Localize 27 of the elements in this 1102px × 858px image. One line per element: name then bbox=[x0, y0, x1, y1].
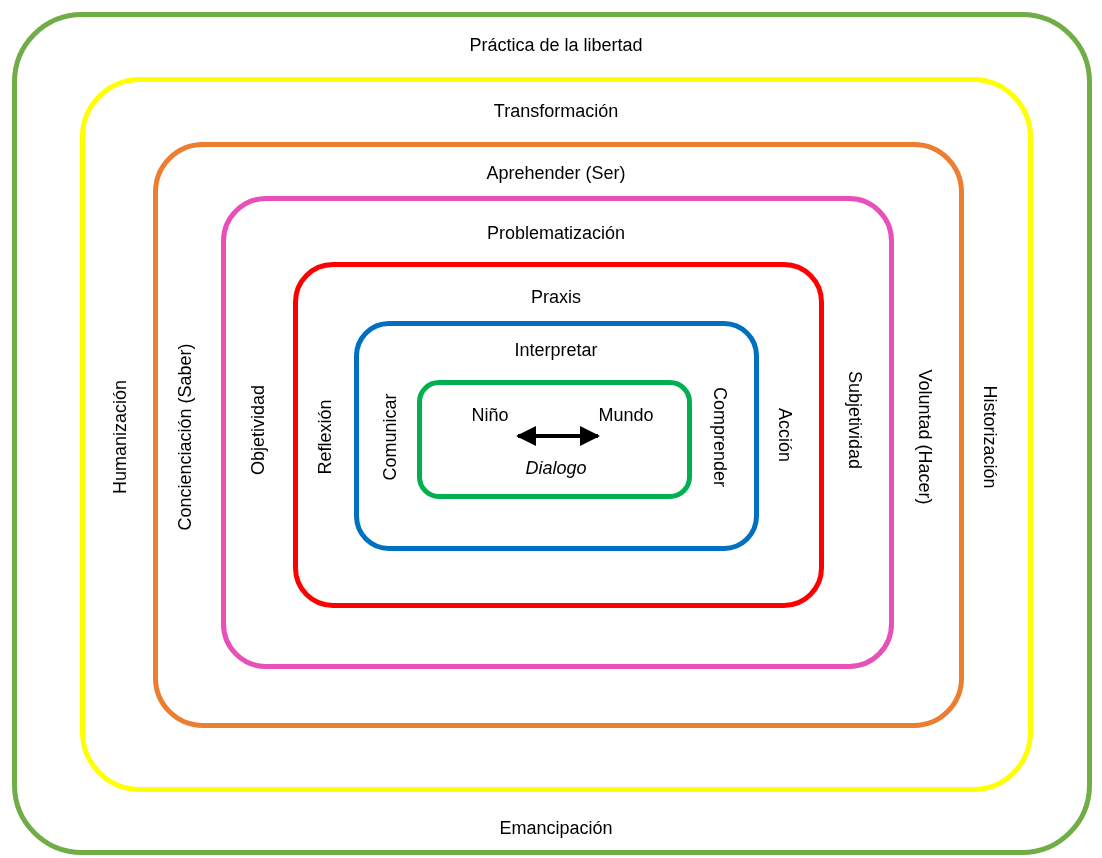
term-label: Niño bbox=[471, 404, 509, 427]
rounded-frame bbox=[293, 262, 824, 608]
layer-label: Concienciación (Saber) bbox=[174, 343, 196, 531]
rounded-frame bbox=[354, 321, 759, 551]
rounded-frame bbox=[80, 77, 1033, 792]
layer-label: Acción bbox=[774, 408, 796, 462]
rounded-frame bbox=[221, 196, 894, 669]
layer-label: Práctica de la libertad bbox=[469, 34, 643, 57]
layer-label: Humanización bbox=[109, 379, 131, 495]
layer-label: Subjetividad bbox=[844, 370, 866, 470]
rounded-frame bbox=[153, 142, 964, 728]
layer-label: Transformación bbox=[493, 100, 619, 123]
rounded-frame bbox=[417, 380, 692, 499]
layer-label: Comprender bbox=[709, 387, 731, 487]
layer-label: Comunicar bbox=[379, 393, 401, 481]
layer-label: Interpretar bbox=[514, 339, 598, 362]
layer-label: Aprehender (Ser) bbox=[486, 162, 626, 185]
layer-label: Emancipación bbox=[499, 817, 613, 840]
double-arrow bbox=[516, 426, 600, 446]
layer-label: Problematización bbox=[486, 222, 626, 245]
rounded-frame bbox=[12, 12, 1092, 855]
layer-label: Reflexión bbox=[314, 399, 336, 475]
layer-label: Objetividad bbox=[247, 384, 269, 476]
layer-label: Praxis bbox=[531, 286, 581, 309]
term-label: Mundo bbox=[598, 404, 654, 427]
layer-label: Voluntad (Hacer) bbox=[914, 369, 936, 505]
layer-label: Historización bbox=[979, 385, 1001, 489]
